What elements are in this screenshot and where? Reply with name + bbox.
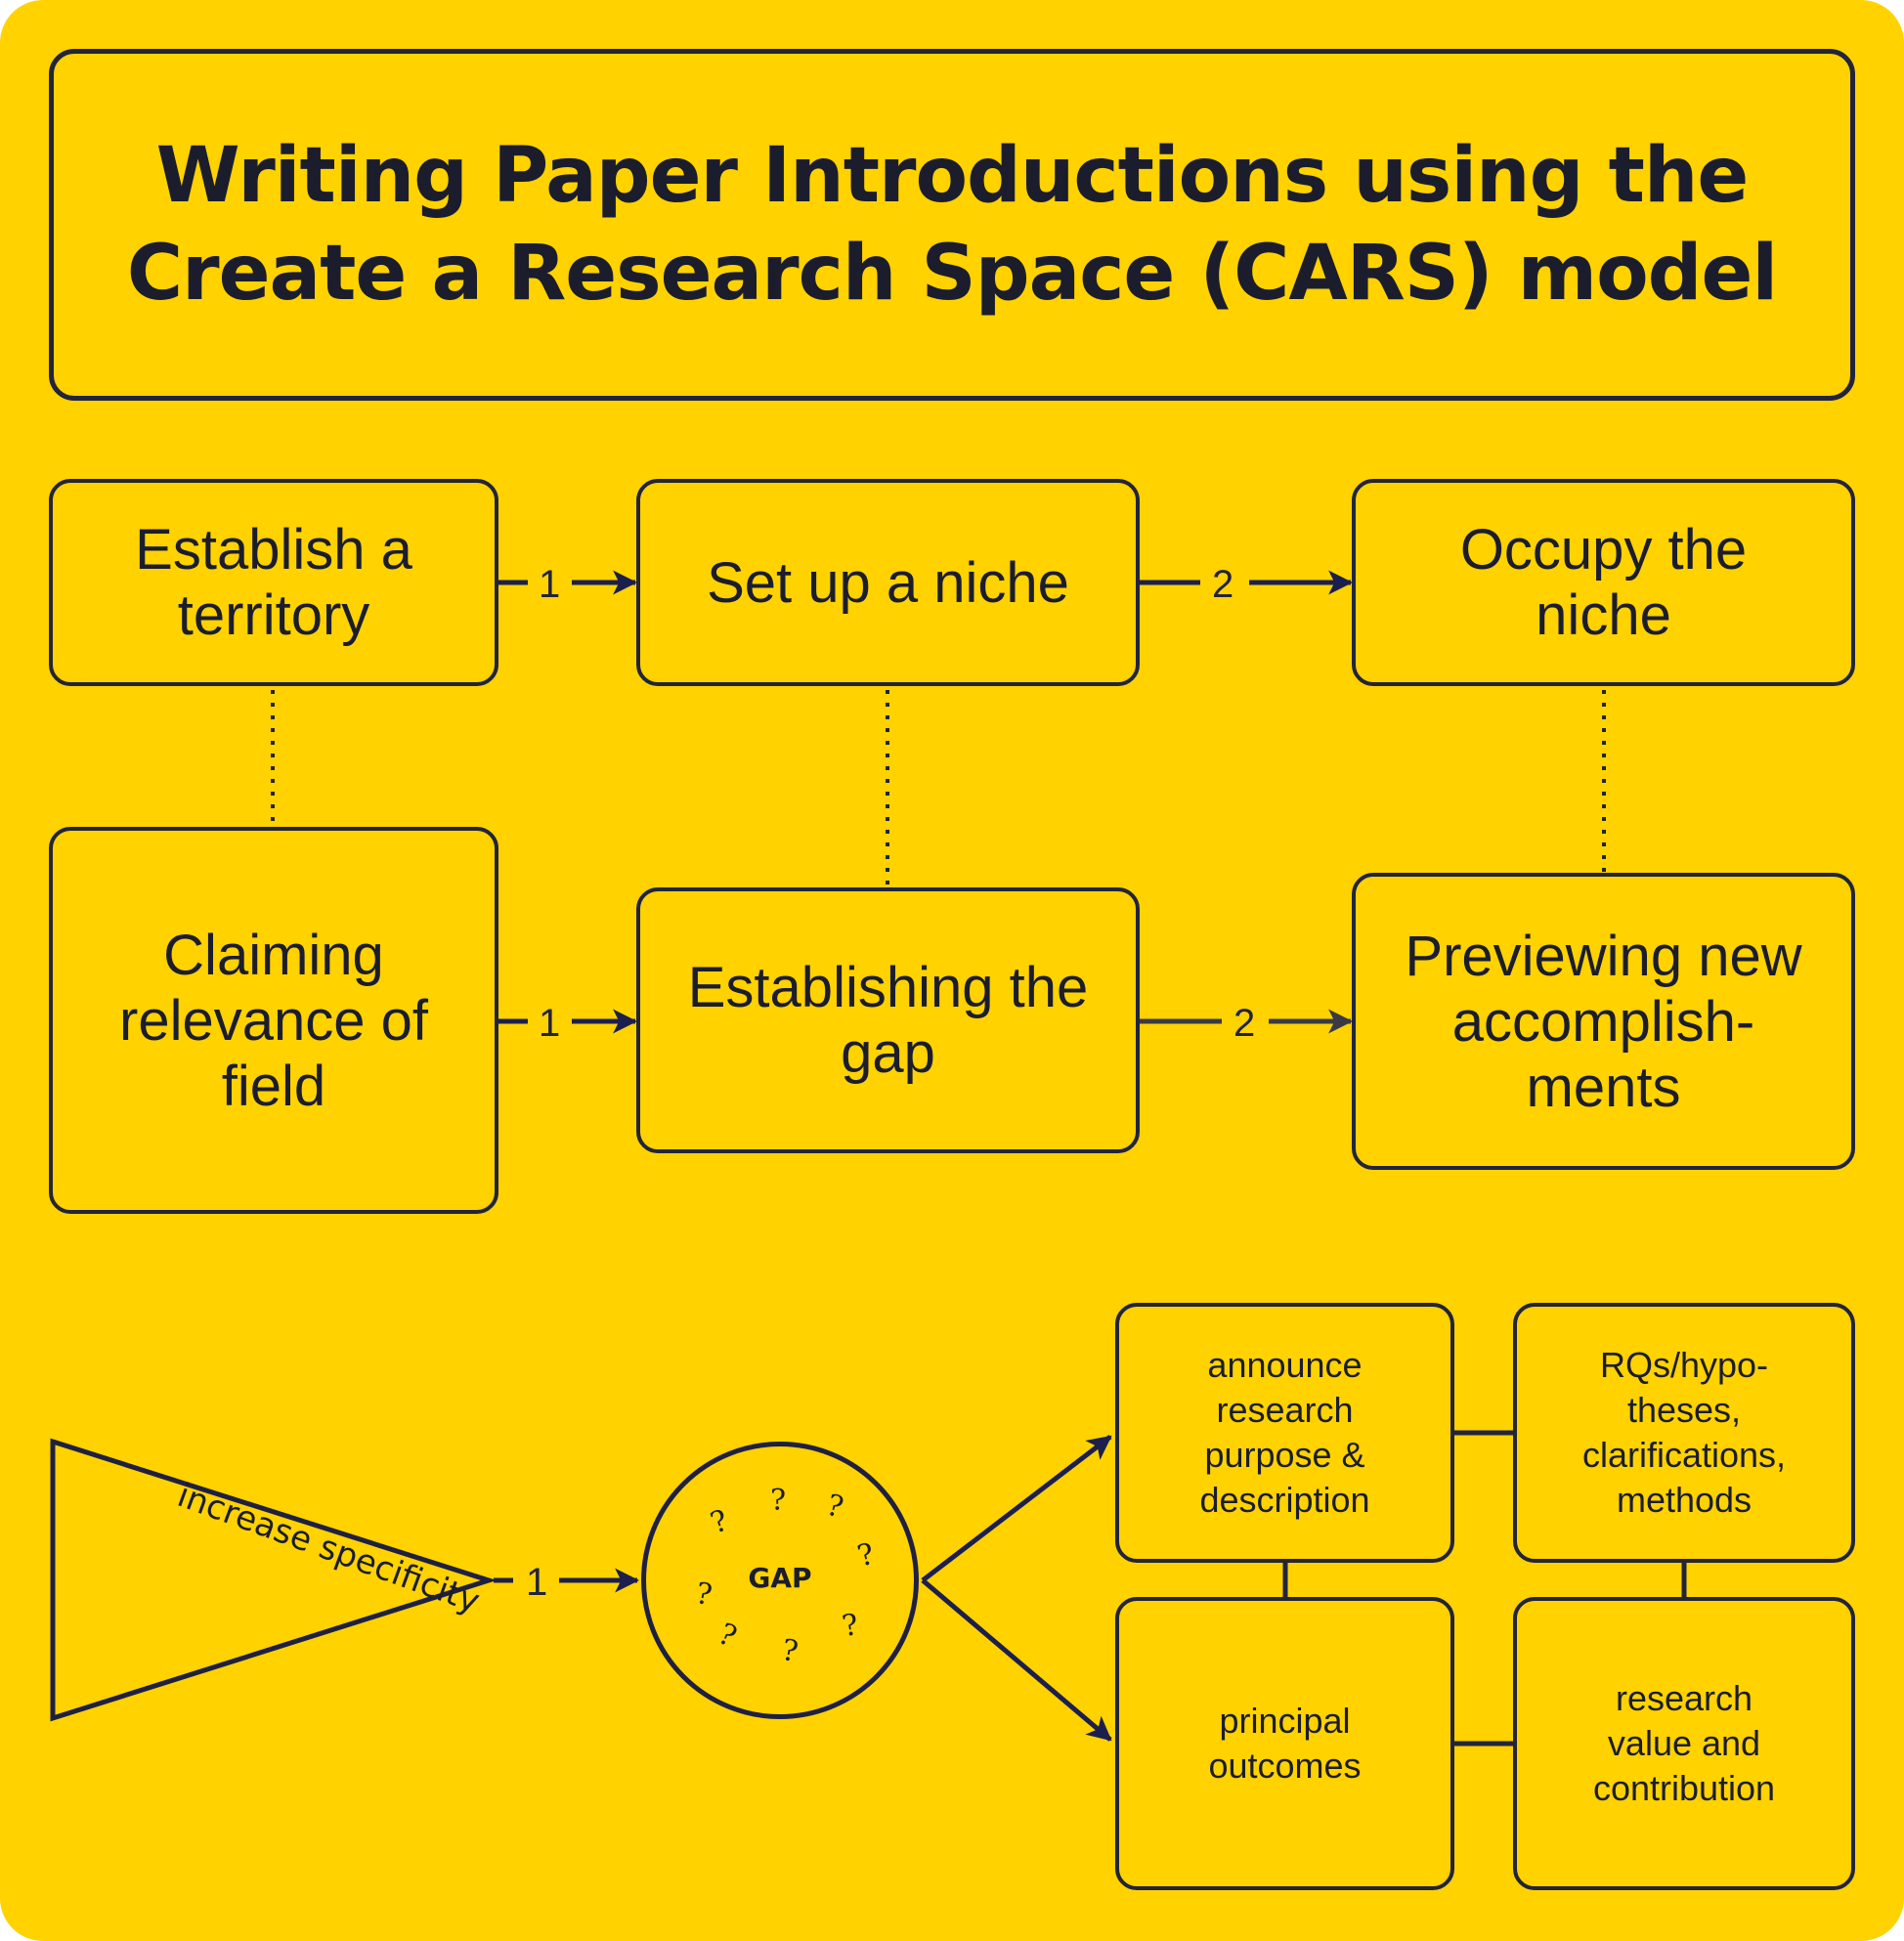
arrow-label-top-2: 2 [1212, 563, 1234, 606]
component-rqs-label: RQs/hypo- theses, clarifications, method… [1581, 1345, 1787, 1520]
step-previewing-label: Previewing new accomplish- ments [1405, 924, 1802, 1119]
arrow-label-mid-2: 2 [1233, 1002, 1256, 1045]
move-establish-territory: Establish a territory [49, 479, 498, 686]
component-value: research value and contribution [1513, 1597, 1855, 1890]
title-box: Writing Paper Introductions using the Cr… [49, 49, 1855, 401]
component-outcomes-label: principal outcomes [1208, 1701, 1362, 1786]
arrow-label-mid-1: 1 [539, 1002, 561, 1045]
funnel-triangle [50, 1438, 498, 1722]
component-value-label: research value and contribution [1592, 1678, 1776, 1808]
component-outcomes: principal outcomes [1115, 1597, 1454, 1890]
move-set-up-niche-label: Set up a niche [707, 550, 1069, 615]
arrow-label-top-1: 1 [539, 563, 561, 606]
component-announce-label: announce research purpose & description [1199, 1345, 1370, 1520]
component-announce: announce research purpose & description [1115, 1303, 1454, 1563]
arrow-gap-to-outcomes [921, 1578, 1112, 1742]
component-rqs: RQs/hypo- theses, clarifications, method… [1513, 1303, 1855, 1563]
move-set-up-niche: Set up a niche [636, 479, 1140, 686]
move-occupy-niche-label: Occupy the niche [1459, 518, 1748, 647]
page-title: Writing Paper Introductions using the Cr… [126, 132, 1778, 318]
gap-label: GAP [748, 1562, 812, 1594]
step-establishing-gap: Establishing the gap [636, 887, 1140, 1153]
question-mark: ? [770, 1484, 787, 1518]
gap-circle [641, 1442, 919, 1719]
move-occupy-niche: Occupy the niche [1352, 479, 1855, 686]
step-claiming-relevance: Claiming relevance of field [49, 827, 498, 1214]
arrow-gap-to-announce [921, 1435, 1112, 1582]
move-establish-territory-label: Establish a territory [135, 518, 412, 647]
arrow-label-bottom-1: 1 [526, 1561, 548, 1604]
step-previewing: Previewing new accomplish- ments [1352, 873, 1855, 1170]
step-establishing-gap-label: Establishing the gap [687, 956, 1089, 1085]
step-claiming-relevance-label: Claiming relevance of field [119, 923, 428, 1118]
